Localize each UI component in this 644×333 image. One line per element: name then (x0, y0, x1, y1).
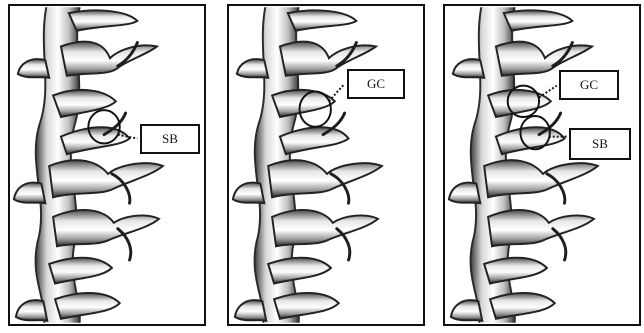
figure-panel-2: GC (227, 4, 425, 326)
cortex-image (10, 6, 204, 324)
cortex-image (445, 6, 639, 324)
label-sb: SB (140, 124, 200, 154)
label-gc: GC (347, 69, 405, 99)
label-sb: SB (569, 128, 631, 160)
figure-panel-3: GC SB (443, 4, 641, 326)
cortex-image (229, 6, 423, 324)
label-gc: GC (559, 70, 619, 100)
figure-panel-1: SB (8, 4, 206, 326)
